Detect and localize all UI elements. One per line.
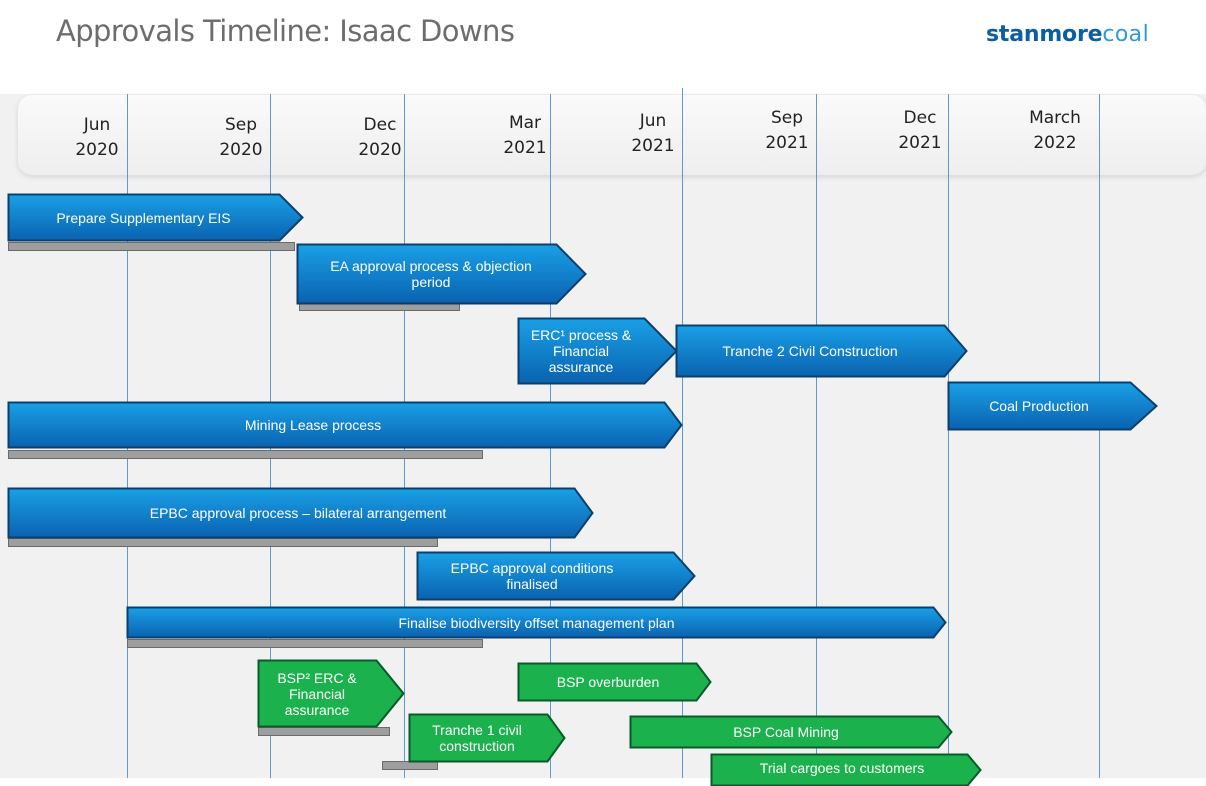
- task-label: Mining Lease process: [244, 417, 382, 433]
- month-year: 2021: [503, 138, 547, 158]
- task-arrow: [947, 381, 1158, 431]
- month-label: Jun 2021: [608, 109, 698, 159]
- month-label: Mar 2021: [480, 111, 570, 161]
- baseline-bar: [258, 727, 390, 736]
- task-bar: EA approval process & objection period: [296, 243, 587, 305]
- task-arrow: [517, 317, 678, 385]
- month-year: 2020: [219, 140, 263, 160]
- task-label: EPBC approval conditions finalised: [450, 560, 614, 592]
- month-name: March: [1029, 108, 1081, 128]
- task-label: ERC¹ process & Financial assurance: [530, 327, 632, 375]
- month-name: Sep: [224, 115, 258, 135]
- month-name: Mar: [508, 113, 542, 133]
- task-bar: EPBC approval process – bilateral arrang…: [7, 487, 594, 539]
- task-arrow: [416, 551, 696, 601]
- month-year: 2022: [1033, 133, 1077, 153]
- task-arrow: [675, 324, 968, 378]
- task-arrow: [629, 715, 953, 749]
- task-bar: EPBC approval conditions finalised: [416, 551, 696, 601]
- task-bar: Tranche 1 civil construction: [408, 713, 566, 763]
- task-arrow: [126, 606, 947, 639]
- month-label: Jun 2020: [52, 113, 142, 163]
- month-label: March 2022: [1010, 106, 1100, 156]
- month-name: Jun: [639, 111, 667, 131]
- task-arrow: [257, 659, 405, 728]
- task-arrow: [408, 713, 566, 763]
- month-name: Dec: [903, 108, 937, 128]
- task-bar: BSP² ERC & Financial assurance: [257, 659, 405, 728]
- month-year: 2021: [765, 133, 809, 153]
- month-name: Dec: [363, 115, 397, 135]
- baseline-bar: [8, 450, 483, 459]
- task-label: BSP overburden: [556, 674, 660, 690]
- month-label: Dec 2020: [335, 113, 425, 163]
- logo-bold-text: stanmore: [986, 22, 1103, 47]
- month-label: Sep 2021: [742, 106, 832, 156]
- task-bar: Coal Production: [947, 381, 1158, 431]
- task-arrow: [296, 243, 587, 305]
- task-bar: Tranche 2 Civil Construction: [675, 324, 968, 378]
- task-arrow: [517, 662, 712, 702]
- month-year: 2021: [898, 133, 942, 153]
- baseline-bar: [8, 242, 295, 251]
- month-name: Sep: [770, 108, 804, 128]
- task-label: Finalise biodiversity offset management …: [398, 614, 675, 631]
- task-label: Prepare Supplementary EIS: [56, 209, 231, 226]
- task-bar: Trial cargoes to customers: [710, 753, 982, 786]
- month-year: 2021: [631, 136, 675, 156]
- task-bar: Mining Lease process: [7, 401, 683, 449]
- task-label: Tranche 2 Civil Construction: [722, 343, 898, 359]
- page-title: Approvals Timeline: Isaac Downs: [56, 14, 515, 48]
- month-name: Jun: [83, 115, 111, 135]
- task-bar: Finalise biodiversity offset management …: [126, 606, 947, 639]
- task-label: EA approval process & objection period: [330, 258, 532, 290]
- company-logo: stanmorecoal: [986, 22, 1149, 47]
- task-label: Tranche 1 civil construction: [432, 722, 522, 754]
- month-label: Sep 2020: [196, 113, 286, 163]
- task-arrow: [7, 193, 304, 242]
- task-arrow: [7, 401, 683, 449]
- month-label: Dec 2021: [875, 106, 965, 156]
- baseline-bar: [8, 538, 438, 547]
- timeline-header-band: [18, 95, 1206, 175]
- gridline: [1099, 94, 1100, 778]
- task-label: EPBC approval process – bilateral arrang…: [149, 505, 447, 521]
- task-bar: BSP overburden: [517, 662, 712, 702]
- baseline-bar: [127, 639, 483, 648]
- month-year: 2020: [358, 140, 402, 160]
- task-label: Trial cargoes to customers: [759, 760, 925, 776]
- task-bar: BSP Coal Mining: [629, 715, 953, 749]
- gridline: [682, 88, 683, 778]
- task-arrow: [7, 487, 594, 539]
- gridline: [816, 94, 817, 778]
- month-year: 2020: [75, 140, 119, 160]
- task-label: BSP Coal Mining: [733, 724, 839, 740]
- task-label: BSP² ERC & Financial assurance: [277, 669, 357, 718]
- logo-light-text: coal: [1102, 22, 1150, 47]
- gridline: [948, 94, 949, 778]
- task-bar: ERC¹ process & Financial assurance: [517, 317, 678, 385]
- task-label: Coal Production: [989, 398, 1089, 414]
- task-bar: Prepare Supplementary EIS: [7, 193, 304, 242]
